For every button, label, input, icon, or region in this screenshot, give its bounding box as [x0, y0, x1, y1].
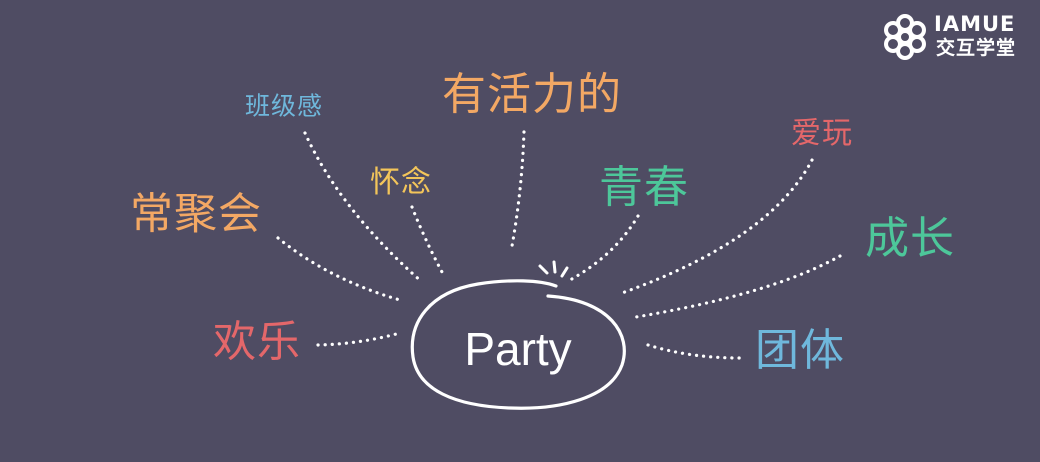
keyword-banjigan: 班级感: [244, 91, 324, 121]
brand-name-cn: 交互学堂: [936, 37, 1017, 59]
brand-name-en: IAMUE: [934, 12, 1016, 36]
connector-youhuolide: [510, 130, 526, 248]
connector-chengzhang: [628, 254, 842, 320]
connector-huainian: [410, 205, 444, 274]
keyword-aiwan: 爱玩: [791, 116, 853, 151]
center-label: Party: [464, 323, 572, 375]
flower-icon: [884, 14, 926, 60]
connector-qingchun: [568, 214, 640, 282]
keyword-changjuhui: 常聚会: [130, 189, 262, 240]
keyword-tuanti: 团体: [755, 325, 845, 376]
connector-aiwan: [620, 158, 814, 295]
connector-huanle: [316, 331, 402, 347]
keyword-qingchun: 青春: [599, 162, 689, 213]
brand-logo: IAMUE 交互学堂: [880, 12, 1030, 64]
center-bubble: [410, 279, 626, 410]
spark-marks: [538, 260, 569, 278]
keyword-chengzhang: 成长: [865, 213, 955, 264]
connector-changjuhui: [276, 236, 402, 302]
keyword-youhuolide: 有活力的: [442, 69, 622, 120]
keyword-huanle: 欢乐: [213, 317, 301, 368]
keyword-huainian: 怀念: [370, 165, 432, 200]
connector-tuanti: [646, 343, 742, 360]
connector-banjigan: [303, 131, 424, 284]
